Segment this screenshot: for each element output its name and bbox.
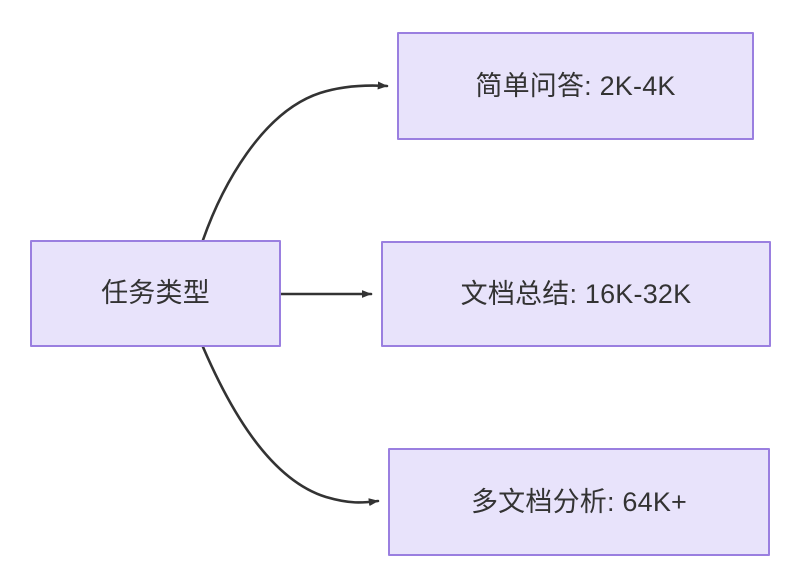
node-multidoc-analysis[interactable]: 多文档分析: 64K+ (388, 448, 770, 556)
node-doc-summary-label: 文档总结: 16K-32K (460, 278, 692, 309)
node-doc-summary[interactable]: 文档总结: 16K-32K (381, 241, 771, 347)
node-simple-qa[interactable]: 简单问答: 2K-4K (397, 32, 754, 140)
node-root-label: 任务类型 (101, 278, 210, 309)
node-multidoc-analysis-label: 多文档分析: 64K+ (470, 486, 687, 517)
edge-root-to-simple-qa (201, 81, 389, 242)
node-simple-qa-label: 简单问答: 2K-4K (475, 70, 676, 101)
edge-root-to-multidoc-analysis (201, 345, 380, 507)
node-root[interactable]: 任务类型 (30, 240, 281, 347)
